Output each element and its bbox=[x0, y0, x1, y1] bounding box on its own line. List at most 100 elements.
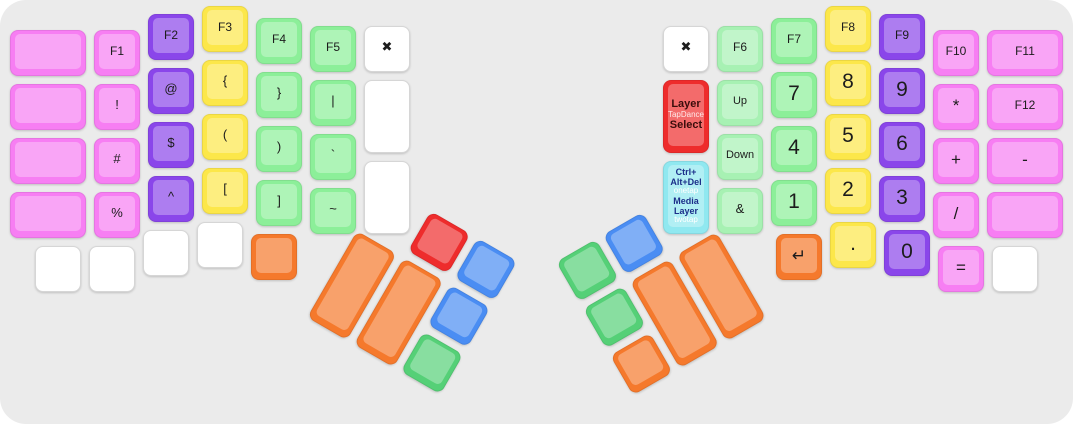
keycap-face: F7 bbox=[776, 22, 812, 57]
key-3[interactable]: 3 bbox=[879, 176, 925, 222]
key-label: - bbox=[1022, 149, 1028, 169]
key-f3[interactable]: F3 bbox=[202, 6, 248, 52]
key-blank-left-bottom-5[interactable] bbox=[251, 234, 297, 280]
key-hash[interactable]: # bbox=[94, 138, 140, 184]
key-f6[interactable]: F6 bbox=[717, 26, 763, 72]
key-blank-right-bottom[interactable] bbox=[992, 246, 1038, 292]
keycap-face: Up bbox=[722, 84, 758, 119]
keycap-face bbox=[94, 250, 130, 285]
keycap-face: - bbox=[992, 142, 1058, 177]
keycap-face: * bbox=[938, 88, 974, 123]
key-lparen[interactable]: ( bbox=[202, 114, 248, 160]
key-blank-left-bottom-2[interactable] bbox=[89, 246, 135, 292]
key-lbracket[interactable]: [ bbox=[202, 168, 248, 214]
key-9[interactable]: 9 bbox=[879, 68, 925, 114]
keycap-face bbox=[415, 216, 465, 266]
key-1[interactable]: 1 bbox=[771, 180, 817, 226]
key-thumb-right-side-2[interactable] bbox=[610, 332, 673, 396]
key-period[interactable]: . bbox=[830, 222, 876, 268]
key-f12[interactable]: F12 bbox=[987, 84, 1063, 130]
key-5[interactable]: 5 bbox=[825, 114, 871, 160]
key-pipe[interactable]: | bbox=[310, 80, 356, 126]
key-caret[interactable]: ^ bbox=[148, 176, 194, 222]
key-label: twotap bbox=[674, 215, 698, 225]
key-f4[interactable]: F4 bbox=[256, 18, 302, 64]
key-percent[interactable]: % bbox=[94, 192, 140, 238]
key-label: @ bbox=[164, 81, 178, 97]
key-label: 5 bbox=[842, 123, 854, 147]
key-blank-left-inner-2[interactable] bbox=[364, 161, 410, 234]
key-at[interactable]: @ bbox=[148, 68, 194, 114]
key-label: Select bbox=[669, 119, 703, 132]
key-label: { bbox=[222, 73, 228, 89]
key-blank-left-outer-1[interactable] bbox=[10, 30, 86, 76]
key-rbracket[interactable]: ] bbox=[256, 180, 302, 226]
key-blank-left-outer-4[interactable] bbox=[10, 192, 86, 238]
key-rbrace[interactable]: } bbox=[256, 72, 302, 118]
key-minus[interactable]: - bbox=[987, 138, 1063, 184]
key-thumb-left-upper-2[interactable] bbox=[454, 238, 518, 301]
key-blank-left-bottom-3[interactable] bbox=[143, 230, 189, 276]
key-f10[interactable]: F10 bbox=[933, 30, 979, 76]
key-exclamation[interactable]: ! bbox=[94, 84, 140, 130]
key-label: 4 bbox=[788, 135, 800, 159]
key-blank-left-outer-3[interactable] bbox=[10, 138, 86, 184]
key-label: $ bbox=[167, 135, 175, 151]
key-label: [ bbox=[223, 181, 227, 197]
keycap-face: ✖ bbox=[668, 30, 704, 65]
key-4[interactable]: 4 bbox=[771, 126, 817, 172]
keycap-face bbox=[435, 290, 485, 340]
key-none-right[interactable]: ✖ bbox=[663, 26, 709, 72]
keycap-face: 6 bbox=[884, 126, 920, 161]
key-dollar[interactable]: $ bbox=[148, 122, 194, 168]
key-f2[interactable]: F2 bbox=[148, 14, 194, 60]
key-lbrace[interactable]: { bbox=[202, 60, 248, 106]
key-7[interactable]: 7 bbox=[771, 72, 817, 118]
key-f1[interactable]: F1 bbox=[94, 30, 140, 76]
key-blank-left-bottom-1[interactable] bbox=[35, 246, 81, 292]
keycap-face: { bbox=[207, 64, 243, 99]
keycap-face: ↵ bbox=[781, 238, 817, 273]
key-equals[interactable]: = bbox=[938, 246, 984, 292]
key-blank-left-bottom-4[interactable] bbox=[197, 222, 243, 268]
keycap-face: ~ bbox=[315, 192, 351, 227]
keycap-face bbox=[40, 250, 76, 285]
key-plus[interactable]: + bbox=[933, 138, 979, 184]
key-8[interactable]: 8 bbox=[825, 60, 871, 106]
keycap-face bbox=[15, 34, 81, 69]
key-thumb-left-side-1[interactable] bbox=[427, 284, 491, 348]
keycap-face: @ bbox=[153, 72, 189, 107]
key-label: ( bbox=[222, 127, 228, 143]
key-2[interactable]: 2 bbox=[825, 168, 871, 214]
key-f7[interactable]: F7 bbox=[771, 18, 817, 64]
key-ampersand[interactable]: & bbox=[717, 188, 763, 234]
key-tilde[interactable]: ~ bbox=[310, 188, 356, 234]
key-up[interactable]: Up bbox=[717, 80, 763, 126]
key-0[interactable]: 0 bbox=[884, 230, 930, 276]
key-down[interactable]: Down bbox=[717, 134, 763, 180]
key-f5[interactable]: F5 bbox=[310, 26, 356, 72]
key-label: F7 bbox=[786, 31, 801, 46]
cancel-icon: ✖ bbox=[680, 39, 692, 55]
key-f8[interactable]: F8 bbox=[825, 6, 871, 52]
key-label: ~ bbox=[329, 201, 337, 217]
key-rparen[interactable]: ) bbox=[256, 126, 302, 172]
key-label: % bbox=[111, 205, 123, 221]
key-blank-left-inner-1[interactable] bbox=[364, 80, 410, 153]
key-blank-left-outer-2[interactable] bbox=[10, 84, 86, 130]
key-none-left[interactable]: ✖ bbox=[364, 26, 410, 72]
keycap-face: . bbox=[835, 226, 871, 261]
key-blank-right-outer[interactable] bbox=[987, 192, 1063, 238]
keycap-face: % bbox=[99, 196, 135, 231]
key-f9[interactable]: F9 bbox=[879, 14, 925, 60]
key-backtick[interactable]: ` bbox=[310, 134, 356, 180]
key-6[interactable]: 6 bbox=[879, 122, 925, 168]
key-thumb-left-side-2[interactable] bbox=[400, 331, 464, 395]
key-slash[interactable]: / bbox=[933, 192, 979, 238]
key-asterisk[interactable]: * bbox=[933, 84, 979, 130]
key-enter[interactable]: ↵ bbox=[776, 234, 822, 280]
key-f11[interactable]: F11 bbox=[987, 30, 1063, 76]
keycap-face bbox=[148, 234, 184, 269]
